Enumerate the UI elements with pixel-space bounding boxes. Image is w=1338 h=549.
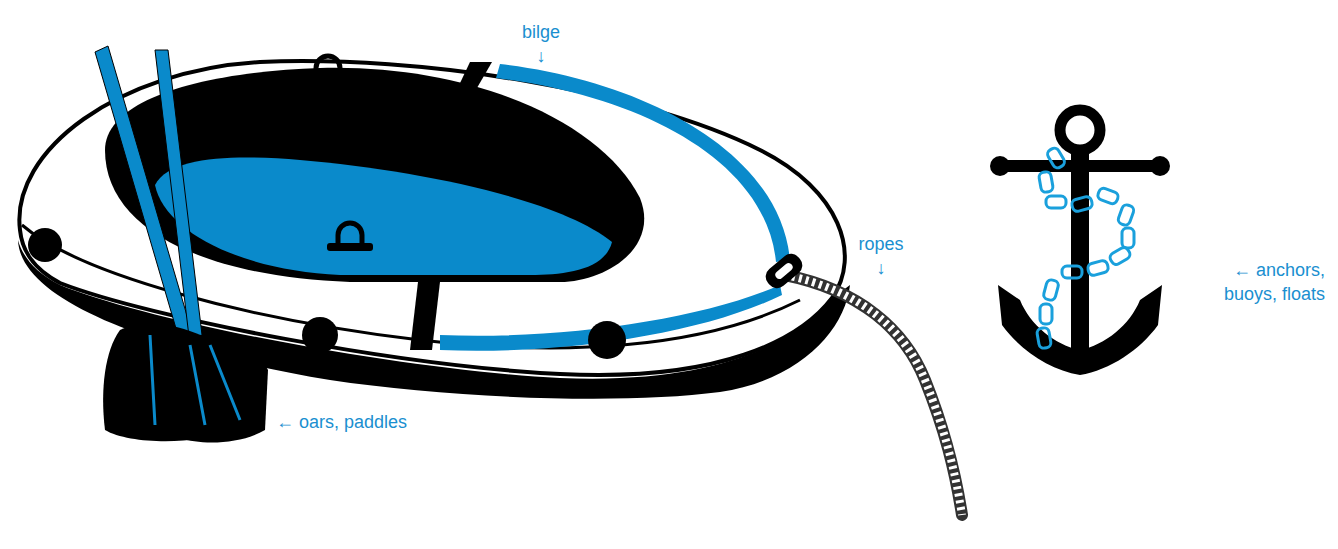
boat-floor <box>155 158 612 275</box>
anchor-arms <box>998 285 1162 375</box>
d-ring-base <box>327 243 373 251</box>
part-label: ropes ↓ <box>855 232 907 280</box>
anchor-ring <box>1060 110 1100 150</box>
part-label: ← oars, paddles <box>276 410 476 434</box>
anchor-chain <box>1036 146 1135 349</box>
rope-ring <box>762 250 807 293</box>
d-ring <box>316 56 340 78</box>
anchor-stock-end <box>990 156 1010 176</box>
oars <box>95 46 268 443</box>
valve <box>302 317 338 353</box>
anchor <box>990 110 1170 375</box>
anchor-stock-end <box>1150 156 1170 176</box>
blade-rib <box>150 335 240 425</box>
valve <box>588 321 626 359</box>
oar-shaft <box>155 50 205 362</box>
rope-twist <box>785 275 962 515</box>
seat-strap <box>452 62 492 100</box>
part-label: bilge ↓ <box>515 20 567 68</box>
anchor-shank <box>1071 150 1089 365</box>
rope <box>785 275 962 515</box>
hull-stripe <box>496 64 790 262</box>
part-label: ← anchors, buoys, floats <box>1195 258 1325 306</box>
rope-ring-hole <box>774 262 794 281</box>
oar-blade <box>168 335 268 443</box>
d-ring <box>338 223 362 245</box>
valve <box>28 228 62 262</box>
d-ring-base <box>305 76 351 84</box>
seat-strap <box>410 282 440 350</box>
